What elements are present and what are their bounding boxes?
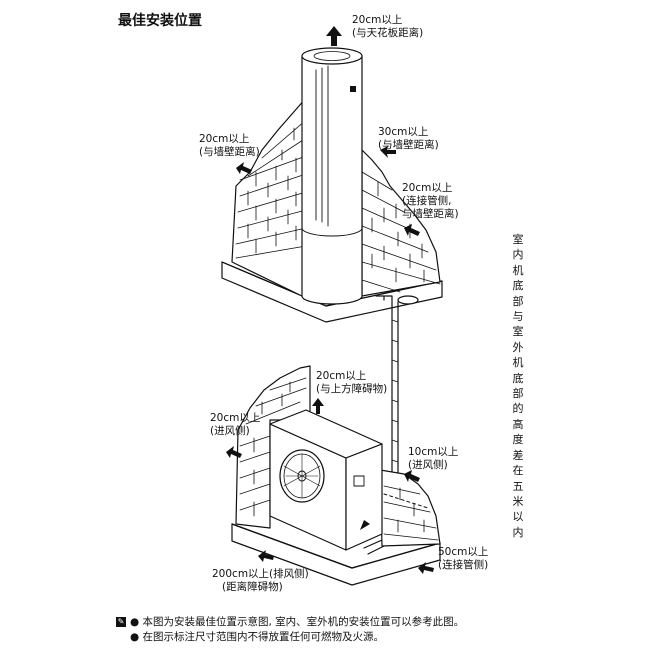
outdoor-front-clearance-label: 200cm以上(排风侧) (距离障碍物) [212, 568, 309, 593]
pencil-icon: ✎ [116, 617, 126, 627]
pipe-side-arrow-icon [404, 224, 420, 236]
clearance-arrows [226, 26, 434, 574]
outdoor-right-arrow-icon [404, 470, 420, 482]
left-wall-clearance-label: 20cm以上 (与墙壁距离) [199, 133, 260, 158]
outdoor-front-arrow-icon [258, 550, 274, 562]
outdoor-floor [231, 523, 441, 586]
indoor-right-wall [361, 149, 441, 297]
outdoor-right-clearance-label: 10cm以上 (进风侧) [408, 446, 459, 471]
indoor-left-wall [231, 97, 307, 299]
indoor-floor [221, 261, 443, 323]
outdoor-top-clearance-label: 20cm以上 (与上方障碍物) [316, 370, 388, 395]
notes-section: ✎ ● 本图为安装最佳位置示意图, 室内、室外机的安装位置可以参考此图。 ● 在… [116, 615, 465, 645]
outdoor-unit [269, 409, 383, 551]
note-item: ● 在图示标注尺寸范围内不得放置任何可燃物及火源。 [130, 631, 384, 643]
clearance-dashed-line [383, 493, 429, 509]
ceiling-arrow-icon [326, 26, 342, 46]
page-title: 最佳安装位置 [118, 13, 202, 29]
outdoor-pipe-clearance-label: 50cm以上 (连接管侧) [438, 546, 489, 571]
ceiling-clearance-label: 20cm以上 (与天花板距离) [352, 14, 424, 39]
note-item: ● 本图为安装最佳位置示意图, 室内、室外机的安装位置可以参考此图。 [130, 616, 465, 628]
outdoor-top-arrow-icon [312, 398, 324, 414]
outdoor-pipe-arrow-icon [418, 562, 434, 574]
outdoor-left-wall [235, 365, 311, 529]
left-wall-arrow-icon [236, 162, 252, 174]
outdoor-right-wall [379, 469, 441, 547]
indoor-tower-unit [301, 47, 363, 305]
right-wall-clearance-label: 30cm以上 (与墙壁距离) [378, 126, 439, 151]
height-difference-note: 室内机底部与室外机底部的高度差在五米以内 [512, 233, 524, 539]
outdoor-left-arrow-icon [226, 446, 242, 458]
pipe-side-clearance-label: 20cm以上 (连接管侧, 与墙壁距离) [402, 182, 459, 220]
connecting-pipe [363, 295, 419, 555]
outdoor-left-clearance-label: 20cm以上 (进风侧) [210, 412, 261, 437]
right-wall-arrow-icon [380, 146, 396, 158]
